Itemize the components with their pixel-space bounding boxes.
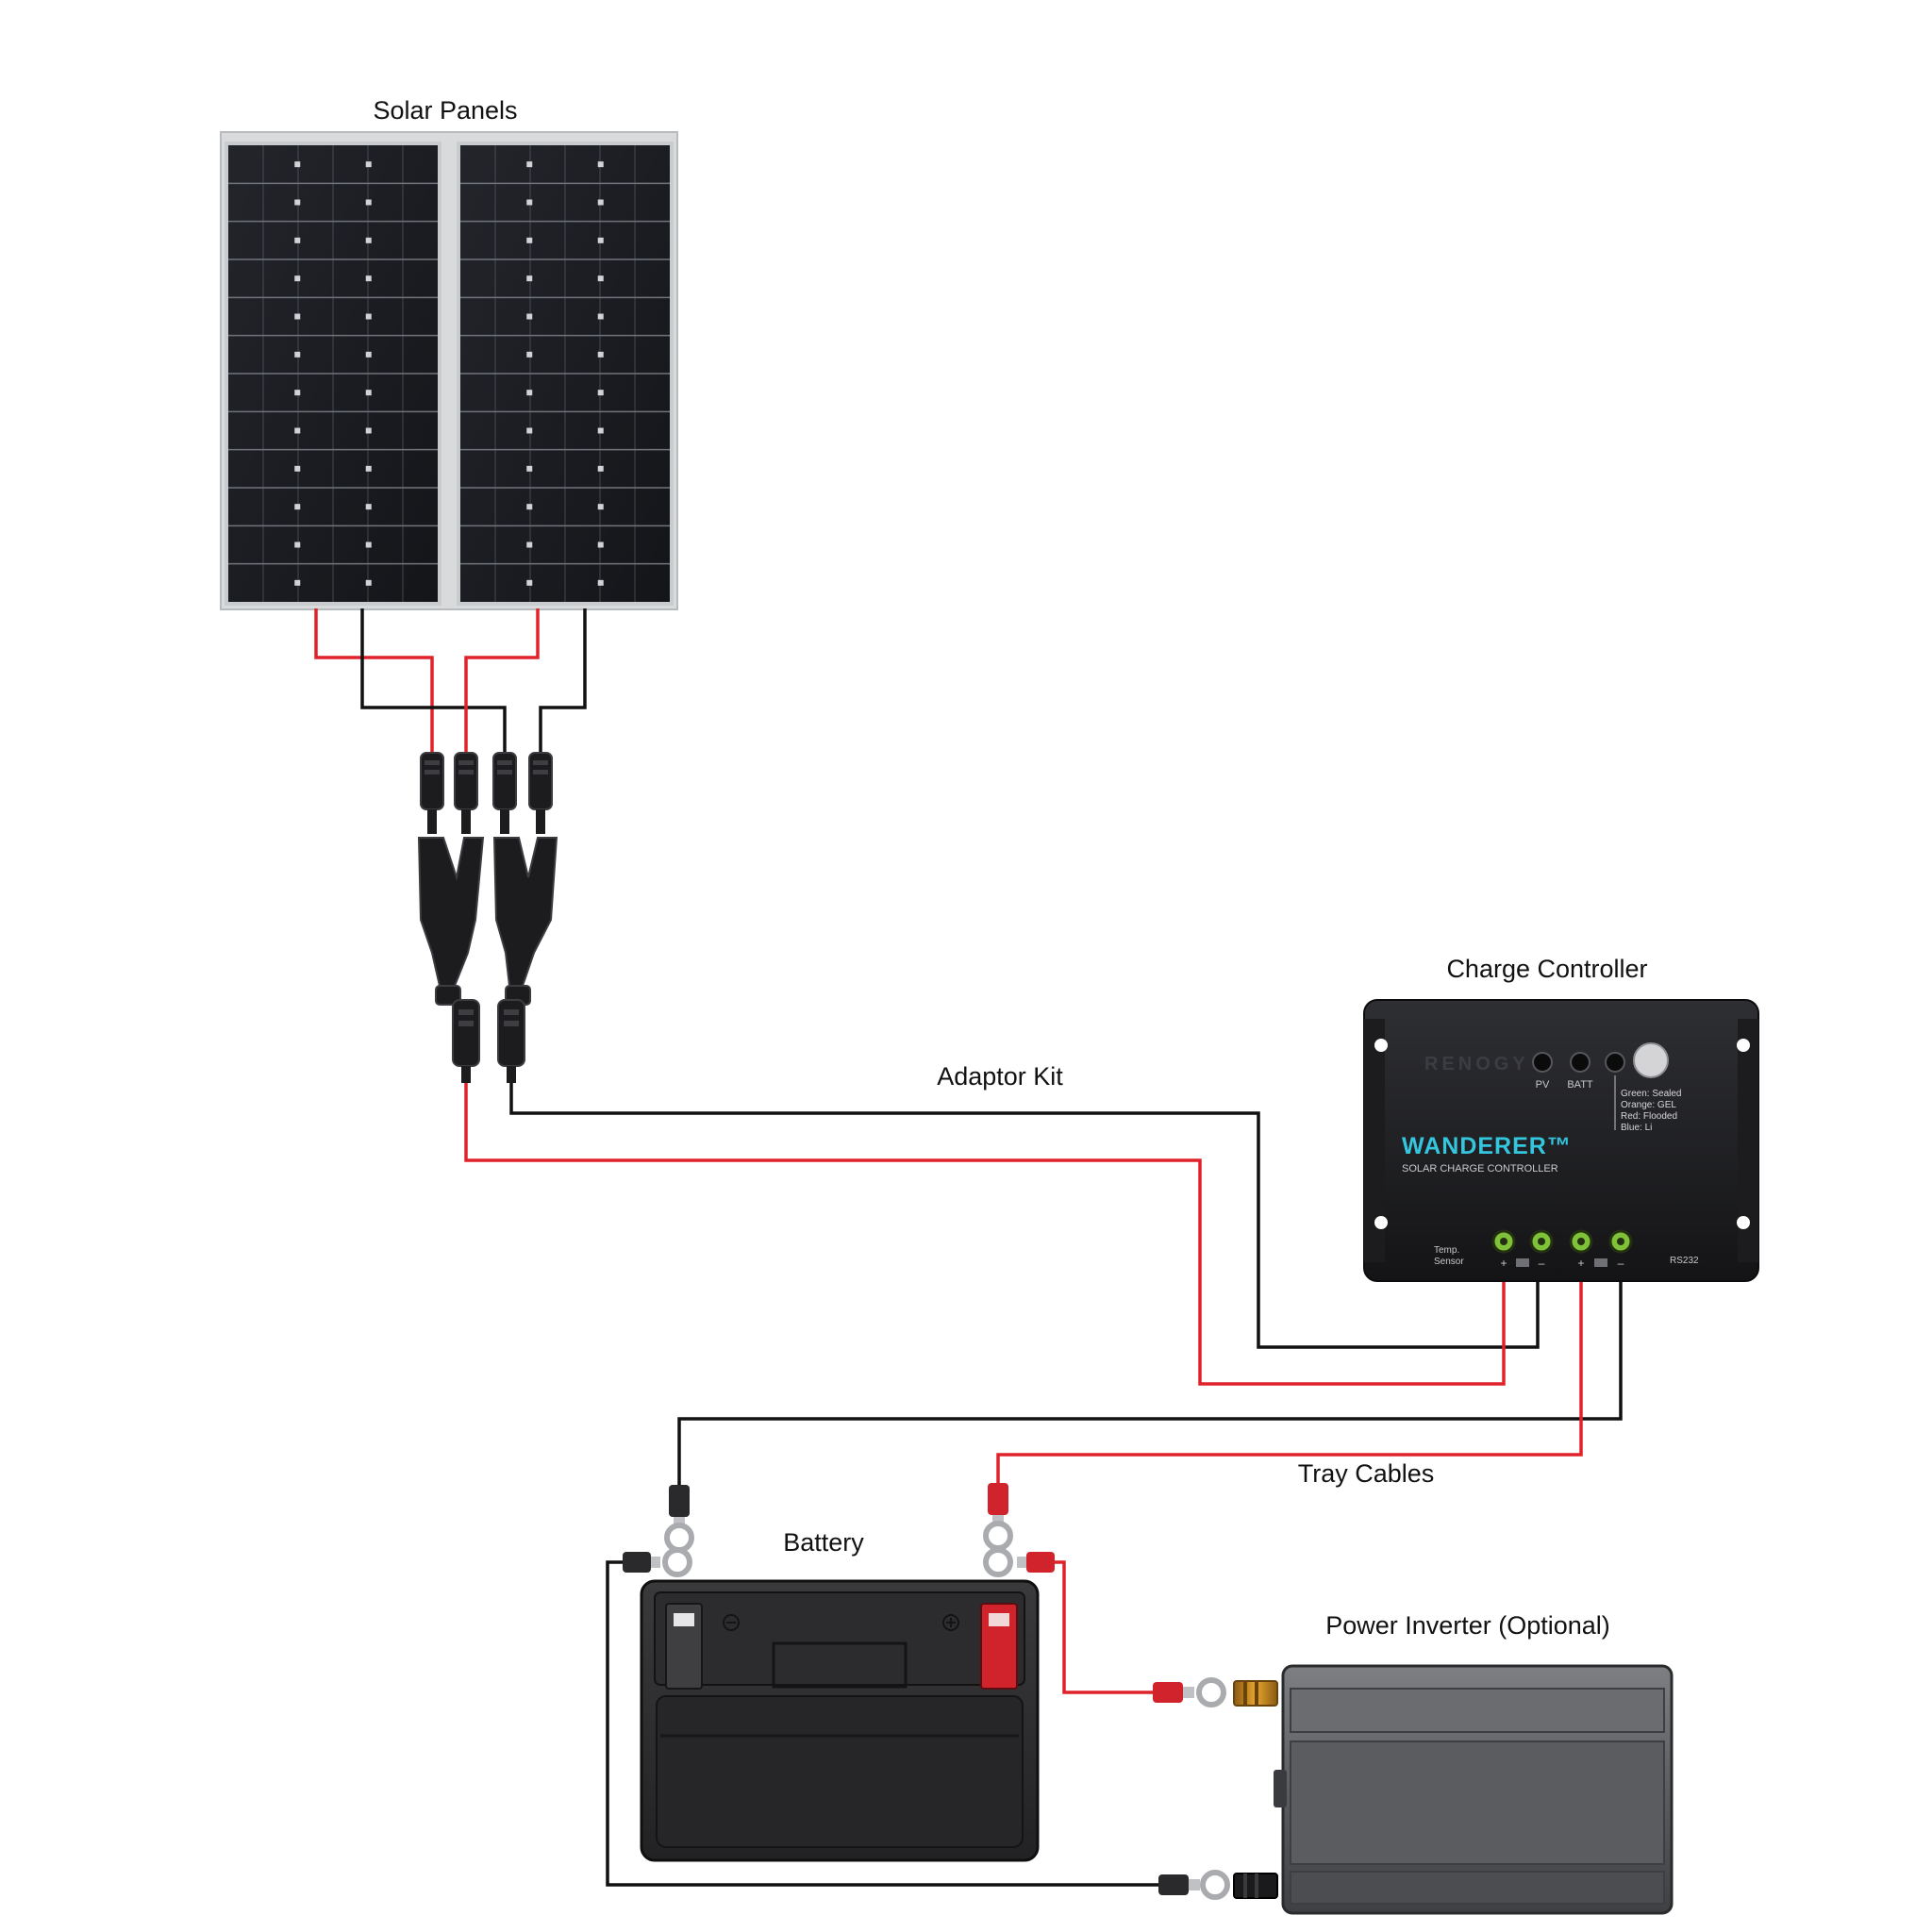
temp-sensor-label-1: Temp. [1434,1245,1459,1256]
solar-panel-right [457,142,674,606]
rs232-label: RS232 [1670,1256,1699,1266]
power-inverter [1233,1664,1674,1915]
temp-sensor-label-2: Sensor [1434,1257,1464,1267]
controller-terminals [1491,1229,1633,1254]
panel-leads [314,608,587,755]
battery-type-legend-1: Orange: GEL [1621,1100,1676,1110]
inverter-negative-wire [606,1560,1162,1887]
adaptor-kit-negative-wire [509,1083,1540,1349]
tray-cable-negative-wire [677,1264,1623,1491]
battery [640,1579,1040,1862]
terminal-mark-battery-negative: – [1618,1257,1624,1270]
terminal-mark-battery-positive: + [1577,1257,1584,1270]
mount-hole-icon [1374,1216,1388,1229]
panel-left-positive-wire [314,608,434,755]
battery-type-legend-2: Red: Flooded [1621,1111,1677,1122]
ring-terminal-icon [1200,1870,1230,1900]
power-inverter-label: Power Inverter (Optional) [1325,1611,1610,1640]
controller-subtitle: SOLAR CHARGE CONTROLLER [1402,1163,1558,1174]
pv-led-icon [1532,1052,1553,1073]
battery-label: Battery [783,1528,864,1557]
ring-terminal-inverter-negative [623,1547,692,1577]
tray-cables [677,1264,1623,1491]
mc4-y-branch-negative [492,837,558,1006]
ring-terminal-tray-positive [983,1483,1013,1551]
type-led-icon [1605,1052,1625,1073]
ring-terminal-tray-negative [664,1485,694,1553]
battery-type-button[interactable] [1633,1042,1669,1078]
battery-type-legend-3: Blue: Li [1621,1123,1652,1133]
inverter-positive-terminal [1233,1680,1278,1707]
ring-terminal-icon [983,1547,1013,1577]
terminal-mark-pv-positive: + [1500,1257,1507,1270]
inverter-negative-terminal [1233,1873,1278,1899]
ring-terminal-at-inverter-positive [1153,1677,1226,1707]
controller-brand: RENOGY [1424,1054,1529,1074]
solar-panel-left [225,142,441,606]
tray-cable-positive-wire [996,1264,1583,1489]
terminal-mark-pv-negative: – [1539,1257,1545,1270]
mc4-output-negative [497,999,525,1083]
batt-led-icon [1570,1052,1591,1073]
mc4-y-branch-positive [417,837,485,1006]
panel-left-negative-wire [360,608,507,755]
tray-cables-label: Tray Cables [1298,1459,1435,1488]
battery-type-legend-0: Green: Sealed [1621,1089,1682,1099]
ring-terminal-icon [983,1521,1013,1551]
mc4-connector-set [417,752,558,1083]
ring-terminal-icon [662,1547,692,1577]
charge-controller: RENOGY PV BATT Green: Sealed Orange: GEL… [1363,999,1759,1282]
solar-panel-icon [1516,1258,1529,1267]
mount-hole-icon [1374,1039,1388,1052]
adaptor-kit-positive-wire [464,1083,1506,1386]
solar-panel-array [220,131,678,610]
adaptor-kit-label: Adaptor Kit [937,1062,1063,1091]
ring-terminal-at-inverter-negative [1158,1870,1230,1900]
mc4-connector-1 [420,752,444,834]
panel-right-positive-wire [464,608,540,755]
minus-icon [723,1614,740,1631]
pv-led-label: PV [1536,1079,1550,1091]
ring-terminal-icon [664,1523,694,1553]
mc4-connector-2 [454,752,478,834]
mc4-connector-4 [528,752,553,834]
mc4-output-positive [452,999,480,1083]
plus-icon [942,1614,959,1631]
mount-hole-icon [1737,1216,1750,1229]
mc4-connector-3 [492,752,517,834]
adaptor-kit-wires [464,1083,1540,1386]
battery-icon [1594,1258,1607,1267]
charge-controller-label: Charge Controller [1446,955,1647,983]
batt-led-label: BATT [1567,1079,1593,1091]
ring-terminal-inverter-positive [983,1547,1055,1577]
mount-hole-icon [1737,1039,1750,1052]
panel-right-negative-wire [539,608,587,755]
solar-panels-label: Solar Panels [373,96,517,125]
controller-model: WANDERER™ [1402,1133,1572,1159]
ring-terminal-icon [1196,1677,1226,1707]
inverter-positive-wire [1043,1560,1157,1694]
